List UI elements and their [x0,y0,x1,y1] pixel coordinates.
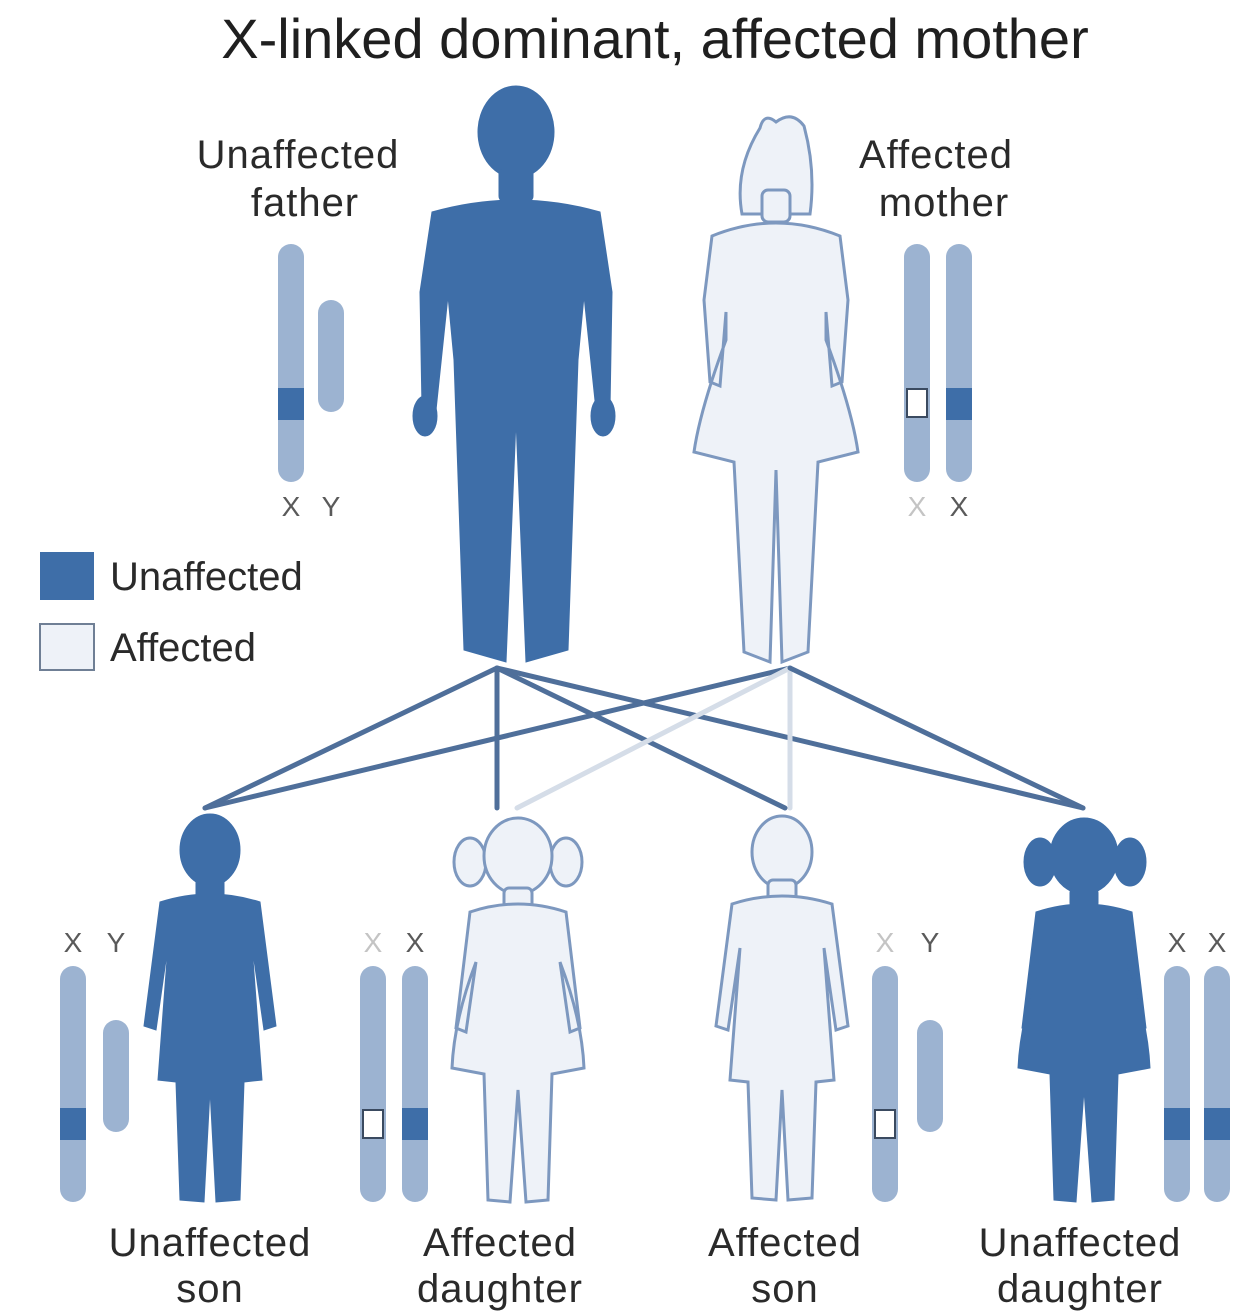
mother-chromosome-x1-letter: X [908,491,927,522]
mother-x2-chromosome [946,244,972,482]
daughter1-chromosome-x1-letter: X [364,927,383,958]
daughter1-x2-chromosome [402,966,428,1202]
daughter2-chromosomes: X X [1164,927,1230,1202]
mother-label-line2: mother [879,181,1010,225]
daughter1-x2-marker [402,1108,428,1140]
father-x-marker [278,388,304,420]
daughter2-chromosome-x2-letter: X [1208,927,1227,958]
son1-x-chromosome [60,966,86,1202]
son2-figure [716,816,848,1200]
mother-to-daughter2-line [790,668,1083,808]
daughter1-x1-marker [363,1110,383,1138]
son1-figure [144,814,276,1202]
daughter1-chromosomes: X X [360,927,428,1202]
daughter1-x1-chromosome [360,966,386,1202]
father-to-son2-line [497,668,785,808]
son2-chromosomes: X Y [872,927,943,1202]
mother-x1-marker [907,389,927,417]
son2-y-chromosome [917,1020,943,1132]
father-y-chromosome [318,300,344,412]
father-to-son1-line [205,668,497,808]
mother-to-daughter1-line [517,668,790,808]
son2-chromosome-x-letter: X [876,927,895,958]
son1-chromosomes: X Y [60,927,129,1202]
daughter1-label-line2: daughter [417,1267,583,1311]
daughter2-x1-chromosome [1164,966,1190,1202]
daughter1-figure [452,818,584,1202]
son1-x-marker [60,1108,86,1140]
son1-label-line2: son [176,1267,244,1311]
son2-x-marker [875,1110,895,1138]
son2-label-line1: Affected [708,1221,862,1265]
diagram-title: X-linked dominant, affected mother [221,7,1088,70]
daughter2-x1-marker [1164,1108,1190,1140]
mother-chromosome-x2-letter: X [950,491,969,522]
daughter2-label-line1: Unaffected [979,1221,1182,1265]
son1-chromosome-x-letter: X [64,927,83,958]
legend-dark-swatch [40,552,94,600]
daughter2-label-line2: daughter [997,1267,1163,1311]
inheritance-lines [205,668,1083,808]
mother-label-line1: Affected [859,133,1013,177]
mother-x1-chromosome [904,244,930,482]
legend-light-swatch [40,624,94,670]
father-x-chromosome [278,244,304,482]
son2-x-chromosome [872,966,898,1202]
legend-light-label: Affected [110,626,256,670]
legend-dark-label: Unaffected [110,555,303,599]
mother-x2-marker [946,388,972,420]
daughter1-chromosome-x2-letter: X [406,927,425,958]
father-label-line2: father [251,181,359,225]
daughter2-chromosome-x1-letter: X [1168,927,1187,958]
father-chromosomes: X Y [278,244,344,522]
father-chromosome-y-letter: Y [322,491,341,522]
son1-label-line1: Unaffected [109,1221,312,1265]
daughter2-figure [1018,818,1150,1202]
mother-figure [694,117,858,662]
mother-chromosomes: X X [904,244,972,522]
son1-y-chromosome [103,1020,129,1132]
daughter2-x2-marker [1204,1108,1230,1140]
father-chromosome-x-letter: X [282,491,301,522]
daughter2-x2-chromosome [1204,966,1230,1202]
son2-chromosome-y-letter: Y [921,927,940,958]
father-figure [413,86,615,662]
daughter1-label-line1: Affected [423,1221,577,1265]
son1-chromosome-y-letter: Y [107,927,126,958]
son2-label-line2: son [751,1267,819,1311]
legend: Unaffected Affected [40,552,303,670]
father-label-line1: Unaffected [197,133,400,177]
